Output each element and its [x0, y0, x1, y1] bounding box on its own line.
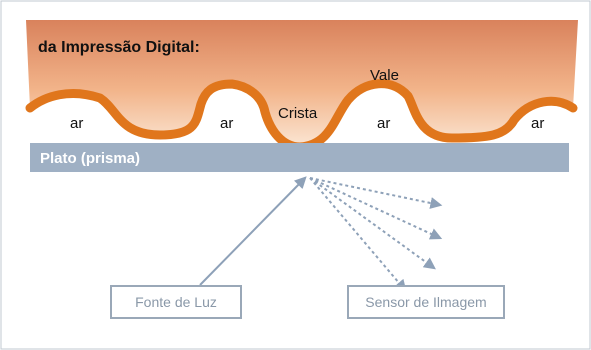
label-vale: Vale: [370, 67, 399, 84]
light-source-box: [110, 285, 242, 319]
plate-prism: [30, 143, 569, 172]
image-sensor-box: [347, 285, 505, 319]
image-sensor-label: Sensor de Ilmagem: [365, 294, 486, 310]
ridge-outline: [25, 79, 578, 152]
label-crista: Crista: [278, 105, 318, 122]
label-ar: ar: [531, 115, 544, 132]
reflected-ray: [309, 177, 443, 209]
reflected-ray: [309, 177, 436, 270]
label-ar: ar: [377, 115, 390, 132]
label-ar: ar: [220, 115, 233, 132]
light-source-label: Fonte de Luz: [135, 294, 217, 310]
reflected-rays: [309, 177, 443, 292]
finger-skin-area: [26, 20, 578, 147]
plate-label: Plato (prisma): [40, 150, 140, 167]
incident-light-ray: [199, 176, 307, 286]
reflected-ray: [309, 177, 407, 292]
diagram-title: da Impressão Digital:: [38, 39, 200, 56]
label-ar: ar: [70, 115, 83, 132]
